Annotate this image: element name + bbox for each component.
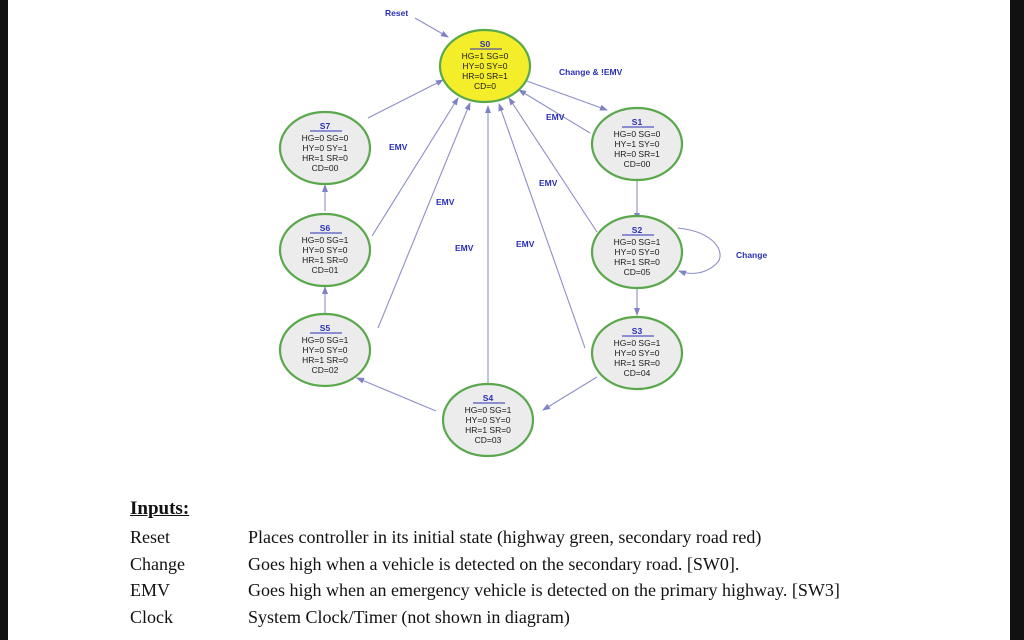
state-ellipse [590, 106, 684, 182]
input-description: Places controller in its initial state (… [248, 527, 762, 547]
state-output-line: CD=02 [312, 365, 339, 375]
state-output-line: HG=0 SG=1 [302, 235, 349, 245]
state-ellipse [441, 382, 535, 458]
state-output-line: CD=00 [312, 163, 339, 173]
edge-s0-s1 [523, 79, 608, 111]
inputs-section: Inputs: Reset Places controller in its i… [130, 498, 840, 630]
label-change: Change [736, 250, 767, 260]
state-output-line: HR=0 SR=1 [614, 149, 660, 159]
input-row: Reset Places controller in its initial s… [130, 524, 840, 551]
edge-s4-s5 [356, 377, 437, 412]
input-name: Clock [130, 606, 173, 627]
label-emv-s1: EMV [546, 112, 565, 122]
state-output-line: CD=0 [474, 81, 496, 91]
input-row: Change Goes high when a vehicle is detec… [130, 551, 840, 578]
label-emv-s6: EMV [436, 197, 455, 207]
label-change-not-emv: Change & !EMV [559, 67, 623, 77]
left-border [0, 0, 8, 640]
edge-s5-s0-emv [377, 102, 471, 329]
input-description: Goes high when a vehicle is detected on … [248, 553, 740, 574]
state-output-line: HY=1 SY=0 [615, 139, 660, 149]
input-name: Reset [130, 527, 170, 547]
state-name: S5 [320, 323, 331, 333]
state-output-line: HG=0 SG=1 [614, 237, 661, 247]
right-border [1010, 0, 1024, 640]
edge-s2-self [677, 227, 721, 277]
state-output-line: HY=0 SY=1 [303, 143, 348, 153]
state-name: S2 [632, 225, 643, 235]
state-output-line: HY=0 SY=0 [615, 348, 660, 358]
state-output-line: HY=0 SY=0 [463, 61, 508, 71]
state-output-line: HY=0 SY=0 [303, 245, 348, 255]
state-output-line: HG=0 SG=1 [302, 335, 349, 345]
label-emv-s2: EMV [539, 178, 558, 188]
input-row: Clock System Clock/Timer (not shown in d… [130, 604, 840, 631]
edge-s3-s4 [542, 376, 598, 411]
state-name: S3 [632, 326, 643, 336]
state-output-line: CD=00 [624, 159, 651, 169]
state-ellipse [590, 315, 684, 391]
state-name: S4 [483, 393, 494, 403]
label-reset: Reset [385, 8, 408, 18]
state-name: S7 [320, 121, 331, 131]
state-output-line: HY=0 SY=0 [615, 247, 660, 257]
state-ellipse [438, 28, 532, 104]
input-row: EMV Goes high when an emergency vehicle … [130, 577, 840, 604]
label-emv-s7: EMV [389, 142, 408, 152]
input-description: System Clock/Timer (not shown in diagram… [248, 606, 570, 627]
edge-reset-s0 [414, 17, 449, 38]
state-ellipse [278, 110, 372, 186]
input-name: EMV [130, 580, 170, 600]
transition-labels: Reset Change & !EMV Change EMV EMV EMV E… [385, 8, 767, 260]
state-output-line: HG=0 SG=0 [614, 129, 661, 139]
transitions [322, 17, 721, 412]
label-emv-s3: EMV [516, 239, 535, 249]
state-output-line: CD=03 [475, 435, 502, 445]
state-output-line: HR=1 SR=0 [302, 153, 348, 163]
state-output-line: HG=1 SG=0 [462, 51, 509, 61]
state-output-line: HY=0 SY=0 [303, 345, 348, 355]
state-name: S1 [632, 117, 643, 127]
state-output-line: CD=01 [312, 265, 339, 275]
state-name: S0 [480, 39, 491, 49]
state-output-line: HY=0 SY=0 [466, 415, 511, 425]
edge-s7-s0 [367, 79, 444, 119]
state-output-line: HR=0 SR=1 [462, 71, 508, 81]
label-emv-s5: EMV [455, 243, 474, 253]
edge-s1-s0-emv [518, 89, 591, 134]
state-output-line: HR=1 SR=0 [465, 425, 511, 435]
state-ellipse [278, 312, 372, 388]
edge-s3-s0-emv [498, 103, 586, 349]
state-output-line: CD=05 [624, 267, 651, 277]
state-output-line: CD=04 [624, 368, 651, 378]
edge-s2-s0-emv [508, 97, 598, 233]
edge-s6-s0-emv [371, 97, 459, 237]
state-name: S6 [320, 223, 331, 233]
state-output-line: HR=1 SR=0 [302, 355, 348, 365]
input-description: Goes high when an emergency vehicle is d… [248, 580, 840, 600]
input-name: Change [130, 553, 185, 574]
state-ellipse [278, 212, 372, 288]
state-output-line: HG=0 SG=0 [302, 133, 349, 143]
state-ellipse [590, 214, 684, 290]
state-output-line: HR=1 SR=0 [614, 358, 660, 368]
state-output-line: HR=1 SR=0 [614, 257, 660, 267]
state-output-line: HG=0 SG=1 [614, 338, 661, 348]
state-output-line: HG=0 SG=1 [465, 405, 512, 415]
state-output-line: HR=1 SR=0 [302, 255, 348, 265]
inputs-title: Inputs: [130, 498, 190, 519]
